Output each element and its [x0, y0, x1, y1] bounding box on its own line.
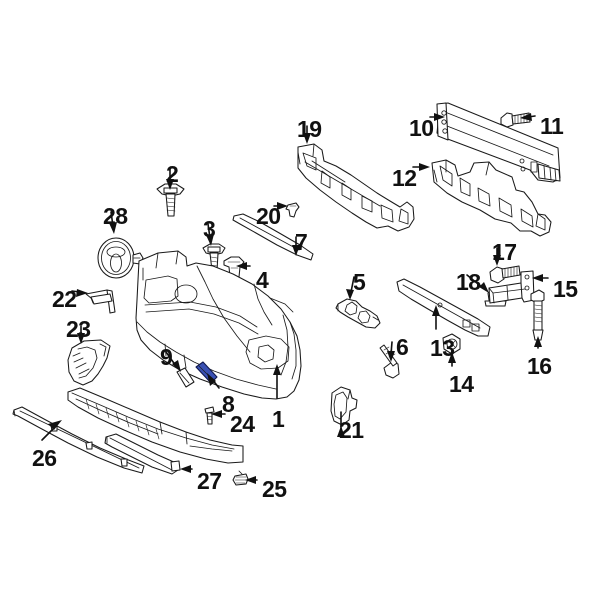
- part-hex-bolt: [489, 265, 521, 284]
- callout-label-24[interactable]: 24: [230, 411, 255, 437]
- callout-label-15[interactable]: 15: [553, 276, 578, 302]
- part-mounting-bracket: [488, 270, 535, 304]
- callout-label-3[interactable]: 3: [203, 216, 216, 242]
- leader-lines: [41, 113, 549, 484]
- callout-label-17[interactable]: 17: [492, 239, 517, 265]
- callout-label-21[interactable]: 21: [339, 417, 364, 443]
- callout-label-27[interactable]: 27: [197, 468, 222, 494]
- part-push-clip: [232, 470, 249, 486]
- part-long-bolt: [530, 289, 545, 341]
- callout-label-13[interactable]: 13: [430, 335, 455, 361]
- callout-label-5[interactable]: 5: [353, 269, 366, 295]
- part-flange-bolt: [202, 243, 226, 272]
- callout-label-12[interactable]: 12: [392, 165, 417, 191]
- part-screw-grommet: [204, 406, 215, 425]
- part-hex-flange-bolt-long: [500, 112, 531, 128]
- callout-label-14[interactable]: 14: [449, 371, 474, 397]
- callout-label-1[interactable]: 1: [272, 406, 285, 432]
- part-upper-seal-strip: [232, 213, 314, 261]
- callout-label-16[interactable]: 16: [527, 353, 552, 379]
- part-side-bracket: [330, 386, 358, 426]
- part-flange-nut: [442, 333, 461, 355]
- part-retainer-plate: [85, 289, 116, 314]
- part-grille-emblem: [97, 237, 144, 279]
- part-seal-pad: [176, 367, 195, 388]
- part-lower-spoiler-lip: [104, 433, 181, 475]
- callout-label-4[interactable]: 4: [256, 267, 269, 293]
- callout-label-20[interactable]: 20: [256, 203, 281, 229]
- callout-label-11[interactable]: 11: [540, 113, 564, 139]
- part-side-air-duct: [67, 339, 111, 386]
- part-lower-reinforcement: [396, 278, 491, 337]
- callout-label-10[interactable]: 10: [409, 115, 434, 141]
- part-lower-valance: [67, 387, 244, 464]
- callout-label-25[interactable]: 25: [262, 476, 287, 502]
- part-energy-absorber: [431, 159, 552, 237]
- callout-label-19[interactable]: 19: [297, 116, 322, 142]
- callout-label-6[interactable]: 6: [396, 334, 409, 360]
- callout-label-23[interactable]: 23: [66, 316, 91, 342]
- callout-label-7[interactable]: 7: [295, 229, 308, 255]
- part-upper-radiator-support: [297, 143, 415, 232]
- callout-label-28[interactable]: 28: [103, 203, 128, 229]
- callout-label-8[interactable]: 8: [222, 391, 235, 417]
- callout-label-18[interactable]: 18: [456, 269, 481, 295]
- part-bracket-sensor: [335, 298, 381, 329]
- callout-label-26[interactable]: 26: [32, 445, 57, 471]
- callout-label-2[interactable]: 2: [166, 161, 179, 187]
- part-clip-retainer: [285, 202, 300, 218]
- part-bolt-washer-head: [156, 183, 185, 217]
- callout-label-22[interactable]: 22: [52, 286, 77, 312]
- callout-label-9[interactable]: 9: [160, 344, 173, 370]
